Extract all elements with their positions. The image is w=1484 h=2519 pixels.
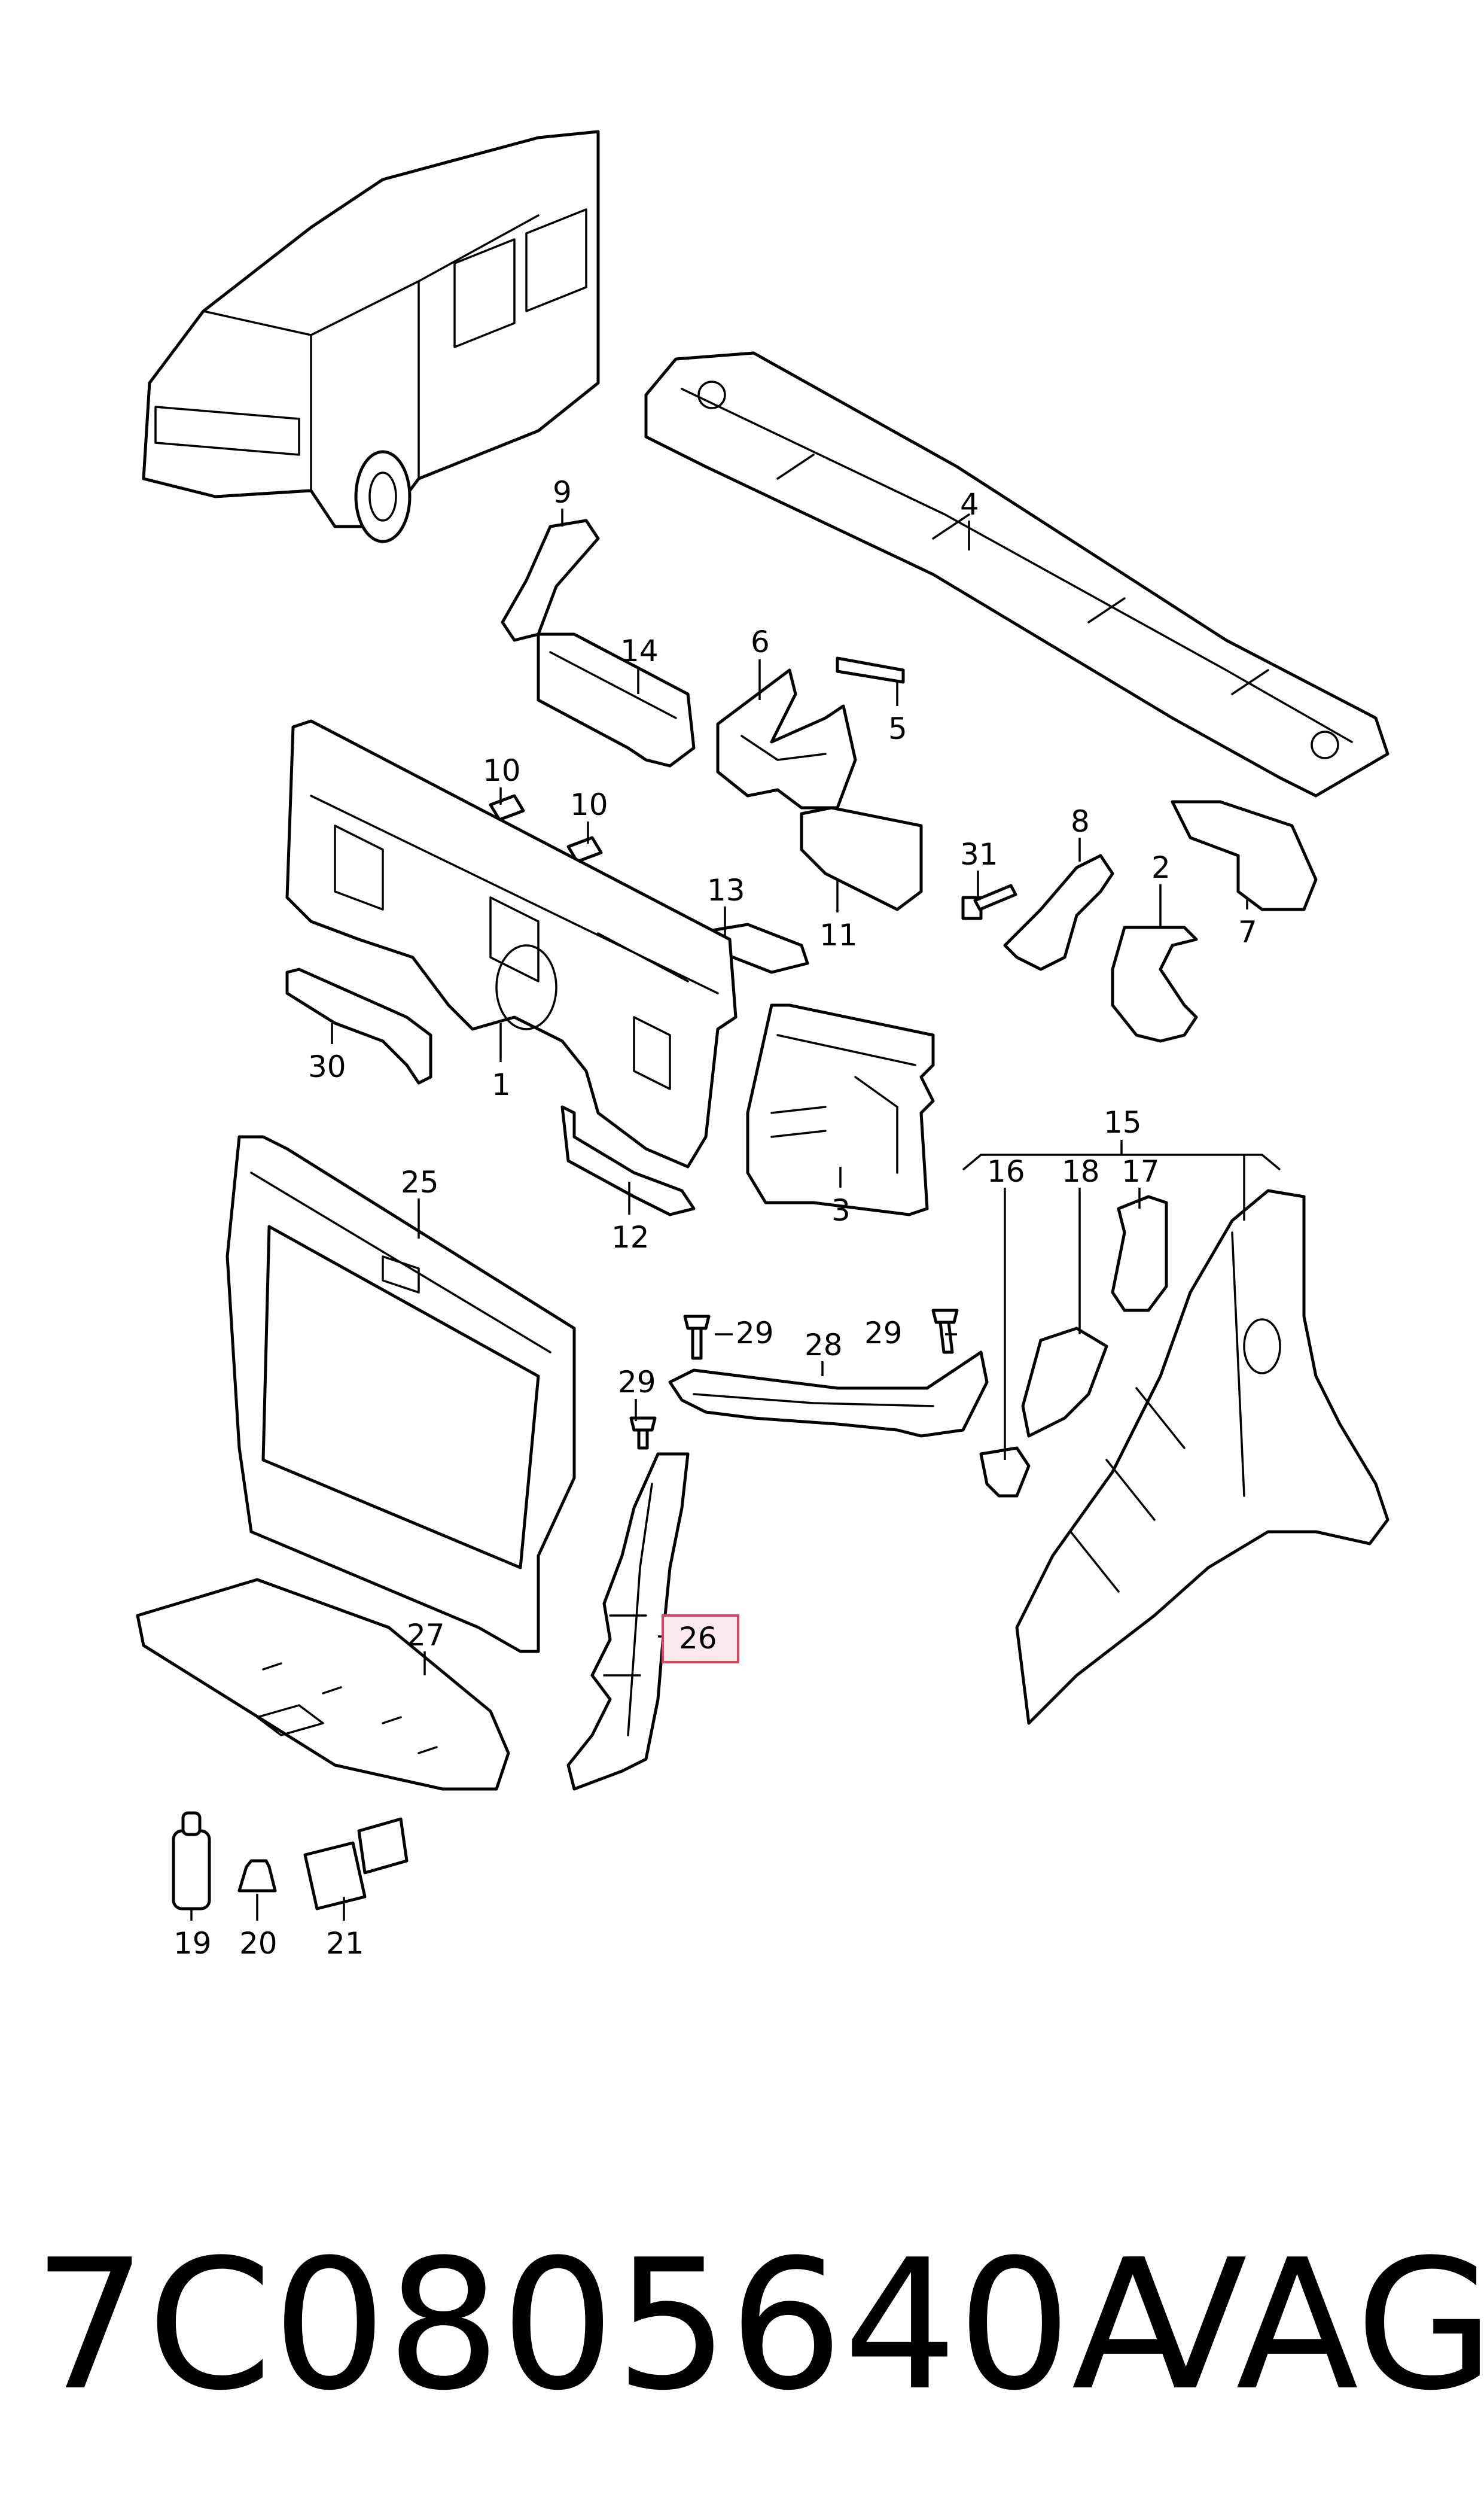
callout-7: 7	[1238, 915, 1257, 950]
leader-lines	[190, 509, 1281, 1921]
part-bracket-11	[800, 806, 923, 911]
part-bracket-30	[285, 968, 432, 1085]
part-bracket-8	[1003, 854, 1114, 971]
part-lower-cross-member-28	[668, 1350, 989, 1438]
callout-20: 20	[239, 1926, 278, 1961]
part-bolt-29b	[931, 1309, 959, 1354]
part-grommet-20	[237, 1859, 277, 1893]
part-pads-21	[303, 1817, 409, 1910]
part-bracket-2	[1111, 926, 1198, 1043]
callout-29b: 29	[864, 1316, 903, 1350]
part-bottle-19	[172, 1811, 211, 1910]
callout-15: 15	[1104, 1105, 1142, 1140]
callout-10a: 10	[483, 753, 521, 788]
callout-12: 12	[611, 1220, 650, 1255]
part-bulkhead	[285, 719, 738, 1169]
callout-13: 13	[707, 873, 745, 908]
callouts: 9 14 6 4 5 10 10 31 8 2 7 11 13 30 1 3 1…	[173, 475, 1257, 1961]
part-upper-cross-member	[644, 351, 1389, 798]
part-radiator-frame	[226, 1135, 576, 1653]
part-air-duct-26	[566, 1452, 690, 1791]
part-bracket-7	[1171, 800, 1318, 911]
part-wheelhouse-15	[1015, 1189, 1389, 1725]
part-undershield-27	[136, 1578, 510, 1791]
callout-4: 4	[960, 487, 979, 522]
callout-14: 14	[620, 634, 659, 668]
highlight-box	[662, 1614, 739, 1663]
callout-2: 2	[1151, 850, 1171, 885]
part-bolt-29a	[683, 1315, 711, 1360]
part-strip-12	[560, 1105, 696, 1216]
callout-9: 9	[553, 475, 572, 510]
part-tab-10a	[489, 794, 525, 822]
callout-18: 18	[1062, 1154, 1100, 1189]
part-clip	[836, 656, 905, 684]
callout-17: 17	[1122, 1154, 1160, 1189]
callout-3: 3	[831, 1193, 851, 1228]
brand-caption: VAG	[1125, 2221, 1484, 2430]
callout-31: 31	[960, 837, 998, 872]
part-bolt-29c	[629, 1416, 657, 1450]
callout-11: 11	[819, 918, 858, 953]
part-panel-14	[537, 632, 696, 768]
callout-29a: 29	[736, 1316, 774, 1350]
part-bracket-6	[716, 668, 857, 810]
part-strut-9	[501, 519, 600, 642]
callout-27: 27	[407, 1618, 445, 1653]
callout-16: 16	[987, 1154, 1025, 1189]
callout-5: 5	[888, 711, 907, 746]
callout-29c: 29	[618, 1365, 656, 1400]
part-bracket-16	[979, 1446, 1031, 1498]
part-bracket-18	[1021, 1327, 1108, 1438]
callout-6: 6	[751, 625, 770, 659]
part-number-caption: 7C0805640A	[33, 2221, 1195, 2430]
callout-26: 26	[679, 1621, 717, 1656]
callout-19: 19	[173, 1926, 212, 1961]
callout-30: 30	[308, 1049, 346, 1084]
vehicle-overview	[142, 130, 600, 543]
callout-8: 8	[1071, 804, 1090, 839]
callout-25: 25	[401, 1165, 439, 1200]
callout-10b: 10	[570, 787, 608, 822]
part-bolt-31	[961, 884, 1017, 920]
callout-21: 21	[326, 1926, 364, 1961]
part-side-panel-3	[746, 1003, 935, 1216]
callout-1: 1	[492, 1067, 511, 1102]
part-bracket-17	[1111, 1195, 1168, 1312]
callout-28: 28	[805, 1328, 843, 1362]
